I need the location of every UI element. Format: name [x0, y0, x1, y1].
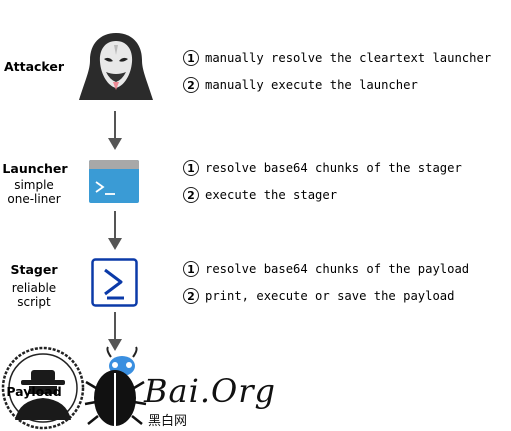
step-text: manually resolve the cleartext launcher [205, 51, 492, 65]
step-number: 1 [183, 160, 199, 176]
bug-logo-icon [84, 346, 147, 426]
stage-subtitle-stager-1: reliable [11, 281, 57, 295]
step-number: 2 [183, 77, 199, 93]
stage-title-attacker: Attacker [3, 59, 65, 74]
watermark-subtext: 黑白网 [148, 414, 188, 429]
step-text: print, execute or save the payload [205, 289, 455, 303]
attacker-step-2: 2 manually execute the launcher [183, 76, 418, 94]
step-text: execute the stager [205, 188, 338, 202]
launcher-step-1: 1 resolve base64 chunks of the stager [183, 159, 462, 177]
spy-seal-icon [1, 346, 85, 430]
step-number: 2 [183, 187, 199, 203]
stage-title-payload: Payload [6, 384, 62, 399]
stage-title-stager: Stager [10, 262, 58, 277]
step-text: resolve base64 chunks of the payload [205, 262, 470, 276]
step-number: 1 [183, 50, 199, 66]
stage-subtitle-stager-2: script [17, 295, 51, 309]
step-text: manually execute the launcher [205, 78, 418, 92]
launcher-step-2: 2 execute the stager [183, 186, 337, 204]
terminal-window-icon [89, 160, 139, 203]
hooded-hacker-icon [79, 33, 153, 100]
attacker-step-1: 1 manually resolve the cleartext launche… [183, 49, 491, 67]
step-text: resolve base64 chunks of the stager [205, 161, 462, 175]
powershell-script-icon [91, 258, 138, 307]
step-number: 2 [183, 288, 199, 304]
stage-subtitle-launcher-2: one-liner [7, 192, 61, 206]
arrow-stager-payload [108, 312, 122, 351]
stage-title-launcher: Launcher [2, 161, 68, 176]
step-number: 1 [183, 261, 199, 277]
watermark-text: Bai.Org [144, 372, 277, 410]
stager-step-2: 2 print, execute or save the payload [183, 287, 454, 305]
stager-step-1: 1 resolve base64 chunks of the payload [183, 260, 469, 278]
stage-subtitle-launcher-1: simple [14, 178, 54, 192]
arrow-launcher-stager [108, 211, 122, 250]
arrow-attacker-launcher [108, 111, 122, 150]
